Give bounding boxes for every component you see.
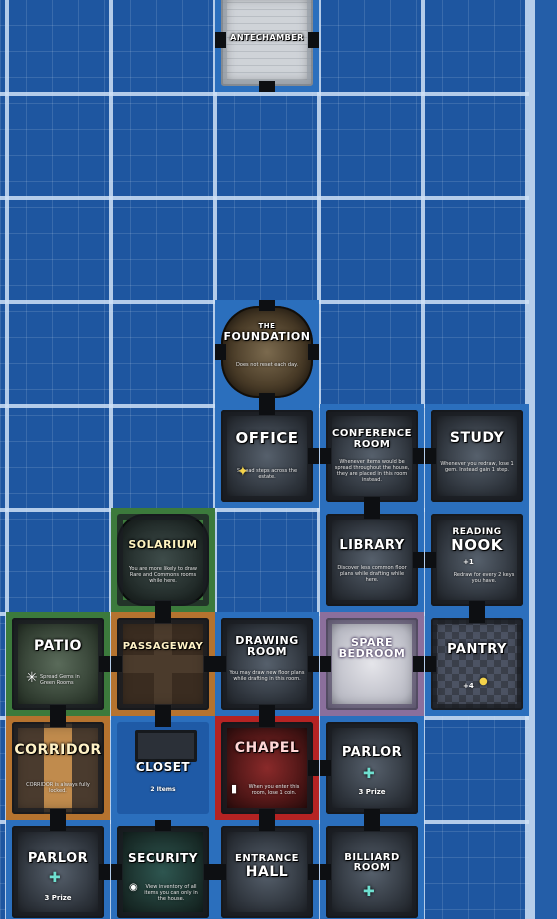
room-title: HALL bbox=[245, 864, 289, 880]
room-drawing[interactable]: DRAWING ROOM You may draw new floor plan… bbox=[215, 612, 319, 716]
room-title: SECURITY bbox=[128, 851, 198, 865]
room-title: PATIO bbox=[34, 638, 82, 654]
room-title: CORRIDOR bbox=[14, 742, 102, 758]
room-security[interactable]: SECURITY View inventory of all items you… bbox=[111, 820, 215, 919]
room-entrance-hall[interactable]: ENTRANCE HALL bbox=[215, 820, 319, 919]
room-foundation[interactable]: THE FOUNDATION Does not reset each day. bbox=[215, 300, 319, 404]
room-title: LIBRARY bbox=[339, 538, 405, 553]
closet-shelf bbox=[135, 730, 197, 762]
room-title-small: READING bbox=[452, 527, 502, 537]
room-conference[interactable]: CONFERENCE ROOM Whenever items would be … bbox=[320, 404, 424, 508]
room-title: BILLIARD ROOM bbox=[344, 852, 400, 873]
room-title: FOUNDATION bbox=[223, 330, 311, 343]
room-stat: 2 Items bbox=[150, 786, 176, 793]
room-title: CHAPEL bbox=[234, 740, 300, 756]
grid-line bbox=[5, 0, 9, 919]
room-pantry[interactable]: PANTRY +4 ● bbox=[425, 612, 529, 716]
gem-icon: ✚ bbox=[363, 884, 375, 900]
grid-line bbox=[0, 92, 529, 96]
room-description: Redraw for every 2 keys you have. bbox=[453, 572, 515, 584]
room-parlor-left[interactable]: PARLOR ✚ 3 Prize bbox=[6, 820, 110, 919]
room-description: CORRIDOR is always fully locked. bbox=[26, 782, 90, 794]
room-corridor[interactable]: CORRIDOR CORRIDOR is always fully locked… bbox=[6, 716, 110, 820]
eye-icon: ◉ bbox=[129, 882, 138, 893]
grid-line bbox=[0, 508, 529, 512]
room-description: When you enter this room, lose 1 coin. bbox=[248, 784, 300, 796]
room-stat: +4 bbox=[463, 682, 474, 690]
room-chapel[interactable]: CHAPEL When you enter this room, lose 1 … bbox=[215, 716, 319, 820]
room-office[interactable]: OFFICE Spread steps across the estate. ✦ bbox=[215, 404, 319, 508]
sparkle-icon: ✦ bbox=[237, 464, 249, 480]
grid-line bbox=[317, 0, 321, 919]
room-stat: +1 bbox=[463, 558, 474, 566]
room-spare-bedroom[interactable]: SPARE BEDROOM bbox=[320, 612, 424, 716]
room-patio[interactable]: PATIO Spread Gems in Green Rooms ✳ bbox=[6, 612, 110, 716]
room-solarium[interactable]: SOLARIUM You are more likely to draw Rar… bbox=[111, 508, 215, 612]
room-title: CLOSET bbox=[135, 760, 191, 774]
room-title: ANTECHAMBER bbox=[230, 33, 304, 42]
gem-icon: ✚ bbox=[49, 870, 61, 886]
room-title-small: ENTRANCE bbox=[235, 853, 299, 864]
coin-icon: ● bbox=[479, 676, 488, 687]
room-reading-nook[interactable]: READING NOOK +1 Redraw for every 2 keys … bbox=[425, 508, 529, 612]
room-title: NOOK bbox=[451, 536, 503, 554]
room-title: PARLOR bbox=[27, 851, 89, 866]
room-title: PARLOR bbox=[341, 745, 403, 760]
room-stat: 3 Prize bbox=[44, 894, 72, 902]
room-billiard[interactable]: BILLIARD ROOM ✚ bbox=[320, 820, 424, 919]
room-description: Discover less common floor plans while d… bbox=[337, 565, 407, 583]
room-antechamber[interactable]: ANTECHAMBER bbox=[215, 0, 319, 92]
room-title: STUDY bbox=[449, 430, 505, 446]
room-library[interactable]: LIBRARY Discover less common floor plans… bbox=[320, 508, 424, 612]
room-description: Does not reset each day. bbox=[236, 362, 298, 368]
room-description: You may draw new floor plans while draft… bbox=[229, 670, 305, 682]
board-edge bbox=[529, 0, 557, 919]
gem-icon: ✚ bbox=[363, 766, 375, 782]
room-description: Spread steps across the estate. bbox=[236, 468, 298, 480]
sparkle-icon: ✳ bbox=[26, 670, 38, 686]
room-stat: 3 Prize bbox=[358, 788, 386, 796]
room-description: Whenever you redraw, lose 1 gem. Instead… bbox=[440, 461, 514, 473]
room-passageway[interactable]: PASSAGEWAY bbox=[111, 612, 215, 716]
room-description: Spread Gems in Green Rooms bbox=[40, 674, 80, 686]
room-description: View inventory of all items you can only… bbox=[144, 884, 198, 902]
room-title: DRAWING ROOM bbox=[235, 634, 299, 658]
room-closet[interactable]: CLOSET 2 Items bbox=[111, 716, 215, 820]
room-parlor-right[interactable]: PARLOR ✚ 3 Prize bbox=[320, 716, 424, 820]
door-icon: ▮ bbox=[231, 782, 238, 795]
room-description: Whenever items would be spread throughou… bbox=[334, 459, 410, 483]
room-title: PANTRY bbox=[447, 642, 507, 657]
room-title: PASSAGEWAY bbox=[122, 641, 204, 652]
room-title-small: THE bbox=[258, 322, 276, 330]
room-title: SPARE BEDROOM bbox=[338, 636, 406, 660]
room-title: SOLARIUM bbox=[128, 538, 198, 551]
room-title: OFFICE bbox=[235, 429, 299, 447]
grid-line bbox=[109, 0, 113, 919]
room-title: CONFERENCE ROOM bbox=[332, 428, 412, 450]
room-description: You are more likely to draw Rare and Com… bbox=[129, 566, 197, 584]
grid-line bbox=[0, 196, 529, 200]
room-study[interactable]: STUDY Whenever you redraw, lose 1 gem. I… bbox=[425, 404, 529, 508]
